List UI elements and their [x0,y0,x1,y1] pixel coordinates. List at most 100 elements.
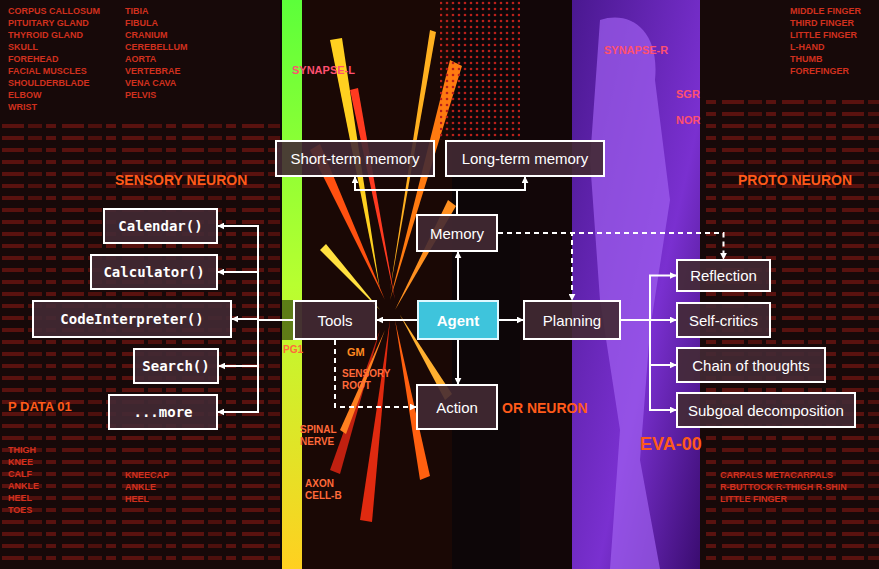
background-label: SHOULDERBLADE [8,78,90,88]
background-label: THYROID GLAND [8,30,83,40]
background-label: THIRD FINGER [790,18,854,28]
background-label: PG1 [283,344,303,356]
connector-arrow [498,233,572,300]
connector-arrow [499,319,523,321]
component-box: Self-critics [676,302,771,338]
component-box: Memory [416,214,498,252]
component-box: Reflection [676,259,771,292]
box-label: Reflection [690,267,757,284]
connector-arrow [335,340,416,407]
neon-panel [302,0,452,569]
box-label: Search() [142,358,209,374]
background-label: FOREFINGER [790,66,849,76]
box-label: Agent [437,312,480,329]
background-label: SGR [676,88,700,101]
left-panel [0,0,280,569]
background-label: LITTLE FINGER [720,494,787,504]
background-label: CRANIUM [125,30,168,40]
background-label: SYNAPSE-L [292,64,355,77]
box-label: Planning [543,312,601,329]
background-label: EVA-00 [640,434,702,455]
connector-arrow [377,319,417,321]
background-label: THIGH [8,445,36,455]
dot-panel [440,0,520,140]
box-label: Action [436,399,478,416]
background-label: ANKLE [125,482,156,492]
background-label: SENSORY NEURON [115,172,247,188]
connector-arrow [621,320,676,365]
text-texture [0,120,280,560]
component-box: Subgoal decomposition [676,392,856,428]
background-label: KNEE [8,457,33,467]
background-label: AXON CELL-B [305,478,351,501]
neon-rays [310,30,462,522]
connector-arrow [621,320,676,410]
green-strip [282,0,302,569]
background-label: SKULL [8,42,38,52]
component-box: Long-term memory [445,140,605,177]
background-label: MIDDLE FINGER [790,6,861,16]
box-label: Calendar() [118,218,202,234]
background-label: L-HAND [790,42,825,52]
background-label: VERTEBRAE [125,66,181,76]
box-label: Self-critics [689,312,758,329]
box-label: Chain of thoughts [692,357,810,374]
background-label: P DATA 01 [8,400,72,415]
background-label: GM [347,346,365,359]
background-label: SYNAPSE-R [604,44,668,57]
agent-box: Agent [417,300,499,340]
connector-arrow [457,177,525,214]
connector-arrow [457,252,459,300]
background-label: OR NEURON [502,400,588,416]
background-label: PITUITARY GLAND [8,18,89,28]
background-label: TIBIA [125,6,149,16]
background-label: CORPUS CALLOSUM [8,6,100,16]
box-label: ...more [133,404,192,420]
background-label: SPINAL NERVE [300,424,352,447]
tool-box: CodeInterpreter() [32,300,232,338]
background-label: CEREBELLUM [125,42,188,52]
box-label: Tools [317,312,352,329]
background-label: VENA CAVA [125,78,176,88]
tool-box: Calculator() [90,254,218,290]
background-label: R-BUTTOCK R-THIGH R-SHIN [720,482,847,492]
component-box: Short-term memory [275,140,435,177]
background-label: CALF [8,469,32,479]
background-label: HEEL [8,493,32,503]
tool-box: Search() [133,348,219,384]
background-label: PELVIS [125,90,156,100]
box-label: Memory [430,225,484,242]
component-box: Planning [523,300,621,340]
connector-arrow [457,340,459,384]
background-label: FOREHEAD [8,54,59,64]
background-label: FACIAL MUSCLES [8,66,87,76]
connector-arrow [355,177,457,214]
background-label: TOES [8,505,32,515]
background-label: AORTA [125,54,156,64]
background-label: NOR [676,114,700,127]
component-box: Action [416,384,498,430]
box-label: Calculator() [103,264,204,280]
box-label: Subgoal decomposition [688,402,844,419]
figure-body [590,18,670,569]
box-label: CodeInterpreter() [60,311,203,327]
connector-arrow [621,276,676,321]
background-label: CARPALS METACARPALS [720,470,833,480]
background-label: THUMB [790,54,823,64]
background-label: FIBULA [125,18,158,28]
component-box: Chain of thoughts [676,347,826,383]
background-label: KNEECAP [125,470,169,480]
background-label: LITTLE FINGER [790,30,857,40]
box-label: Short-term memory [290,150,419,167]
background-label: ELBOW [8,90,42,100]
box-label: Long-term memory [462,150,589,167]
background-label: WRIST [8,102,37,112]
background-label: SENSORY ROOT [342,368,394,391]
background-label: PROTO NEURON [738,172,852,188]
component-box: Tools [293,300,377,340]
tool-box: ...more [108,394,218,430]
dark-panel [520,0,572,569]
background-label: ANKLE [8,481,39,491]
